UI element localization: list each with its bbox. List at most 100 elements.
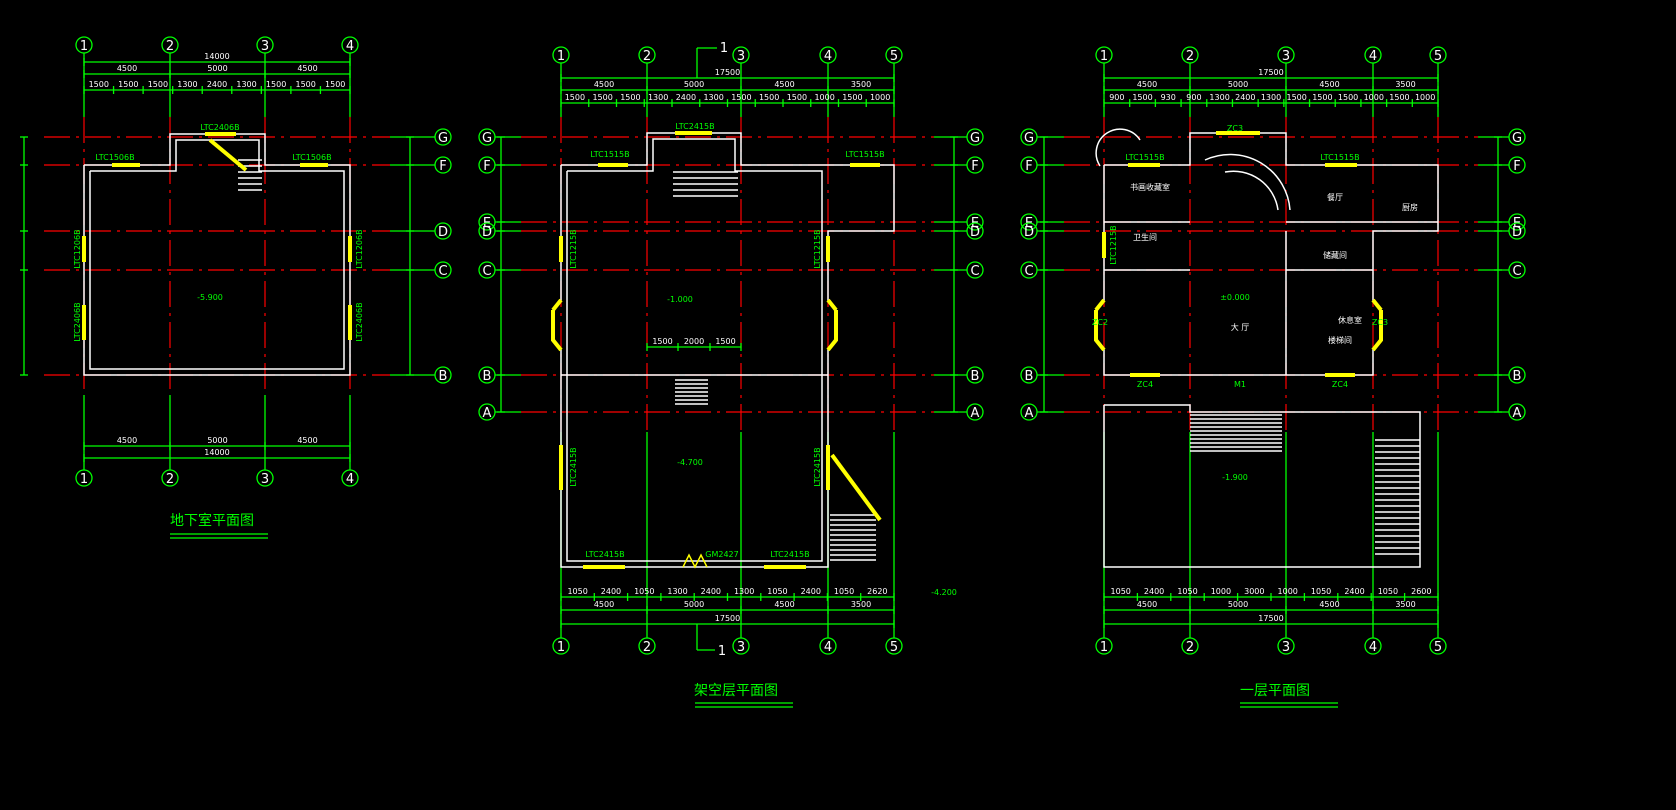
dim-top-segment-label: 1500 [842, 93, 862, 102]
axis-bubble-label: 1 [557, 49, 565, 64]
window-tag: LTC1515B [845, 150, 884, 159]
axis-bubble-label: A [1025, 406, 1034, 421]
window-tag: LTC2406B [200, 123, 239, 132]
axis-bubble-label: D [1512, 225, 1522, 240]
elevation-mark: -1.000 [667, 295, 693, 304]
dim-top-axis-label: 3500 [1395, 80, 1415, 89]
window-tag: LTC1515B [1320, 153, 1359, 162]
window-tag: ZC4 [1332, 380, 1348, 389]
room-label: 卫生间 [1133, 232, 1157, 242]
dim-top-segment-label: 2400 [207, 80, 227, 89]
dim-top-segment-label: 2400 [676, 93, 696, 102]
window-tag: LTC2406B [355, 302, 364, 341]
axis-bubble-label: 3 [1282, 49, 1290, 64]
room-label: 厨房 [1402, 202, 1418, 212]
dim-top-segment-label: 1500 [148, 80, 168, 89]
dim-bottom-total-label: 14000 [204, 448, 229, 457]
axis-bubble-label: C [482, 264, 491, 279]
dim-top-axis-label: 4500 [1137, 80, 1157, 89]
dim-bottom-axis-label: 4500 [297, 436, 317, 445]
bay-window [1094, 298, 1106, 312]
dim-bottom-segment-label: 1050 [1311, 587, 1331, 596]
axis-bubble-label: 2 [643, 640, 651, 655]
dim-bottom-segment-label: 2400 [1344, 587, 1364, 596]
window-tag: LTC1515B [1125, 153, 1164, 162]
axis-bubble-label: G [970, 131, 980, 146]
window-tag: LTC1206B [355, 229, 364, 268]
room-label: 楼梯间 [1328, 335, 1352, 345]
dim-top-axis-label: 5000 [207, 64, 227, 73]
stilt-outer-wall [552, 132, 895, 568]
axis-bubble-label: 5 [1434, 49, 1442, 64]
axis-bubble-label: 3 [737, 49, 745, 64]
dim-bottom-segment-label: 2400 [1144, 587, 1164, 596]
room-label: 休息室 [1338, 315, 1362, 325]
dim-bottom-axis-label: 4500 [594, 600, 614, 609]
window-tag: LTC1215B [569, 229, 578, 268]
axis-bubble-label: D [970, 225, 980, 240]
axis-bubble-label: G [1512, 131, 1522, 146]
dim-top-total-label: 17500 [1258, 68, 1283, 77]
axis-bubble-label: B [1025, 369, 1034, 384]
dim-bottom-segment-label: 3000 [1244, 587, 1264, 596]
axis-bubble-label: 3 [737, 640, 745, 655]
window-tag: LTC2406B [73, 302, 82, 341]
room-label: 书画收藏室 [1130, 182, 1170, 192]
axis-bubble-label: 5 [890, 49, 898, 64]
bay-window [1094, 310, 1106, 352]
dim-bottom-axis-label: 3500 [1395, 600, 1415, 609]
bay-window [551, 298, 563, 312]
axis-bubble-label: 4 [1369, 640, 1377, 655]
dim-top-axis-label: 5000 [1228, 80, 1248, 89]
axis-bubble-label: B [483, 369, 492, 384]
dim-bottom-segment-label: 2400 [701, 587, 721, 596]
stilt-inner-wall [566, 138, 823, 562]
dim-top-axis-label: 4500 [117, 64, 137, 73]
axis-bubble-label: 4 [824, 640, 832, 655]
dim-top-segment-label: 1500 [266, 80, 286, 89]
dim-top-segment-label: 1000 [814, 93, 834, 102]
room-label: 餐厅 [1327, 193, 1343, 202]
basement-outer-wall [83, 133, 351, 376]
axis-bubble-label: C [1512, 264, 1521, 279]
dim-bottom-segment-label: 1050 [567, 587, 587, 596]
axis-bubble-label: F [1513, 159, 1520, 174]
dim-bottom-segment-label: 1050 [1111, 587, 1131, 596]
window-tag: M1 [1234, 380, 1246, 389]
axis-bubble-label: 2 [166, 39, 174, 54]
dim-bottom-segment-label: 1050 [834, 587, 854, 596]
dim-top-axis-label: 3500 [851, 80, 871, 89]
dim-top-axis-label: 4500 [297, 64, 317, 73]
dim-top-segment-label: 1500 [1338, 93, 1358, 102]
axis-bubble-label: 1 [557, 640, 565, 655]
axis-bubble-label: 1 [1100, 49, 1108, 64]
dim-bottom-axis-label: 4500 [1319, 600, 1339, 609]
window-tag: LTC1515B [590, 150, 629, 159]
axis-bubble-label: 5 [1434, 640, 1442, 655]
dim-bottom-segment-label: 1300 [734, 587, 754, 596]
dim-bottom-segment-label: 1050 [767, 587, 787, 596]
axis-bubble-label: D [1024, 225, 1034, 240]
stair-dimension-label: 1500 [652, 337, 672, 346]
axis-bubble-label: D [482, 225, 492, 240]
dim-bottom-segment-label: 1000 [1278, 587, 1298, 596]
axis-bubble-label: C [1024, 264, 1033, 279]
dim-top-segment-label: 1500 [620, 93, 640, 102]
dim-top-segment-label: 1500 [89, 80, 109, 89]
bay-window [826, 298, 838, 312]
dim-top-segment-label: 1000 [1415, 93, 1435, 102]
dim-top-segment-label: 1500 [325, 80, 345, 89]
dim-top-segment-label: 1500 [565, 93, 585, 102]
plan-title-ground: 一层平面图 [1240, 683, 1310, 699]
dim-bottom-segment-label: 1000 [1211, 587, 1231, 596]
elevation-mark: -4.700 [677, 458, 703, 467]
dim-top-segment-label: 2400 [1235, 93, 1255, 102]
spiral-stair-inner [1224, 170, 1279, 211]
dim-top-segment-label: 1500 [1389, 93, 1409, 102]
axis-bubble-label: C [970, 264, 979, 279]
window-tag: LTC1215B [1109, 225, 1118, 264]
dim-bottom-segment-label: 1050 [1177, 587, 1197, 596]
axis-bubble-label: G [482, 131, 492, 146]
window-tag: LTC1215B [813, 229, 822, 268]
